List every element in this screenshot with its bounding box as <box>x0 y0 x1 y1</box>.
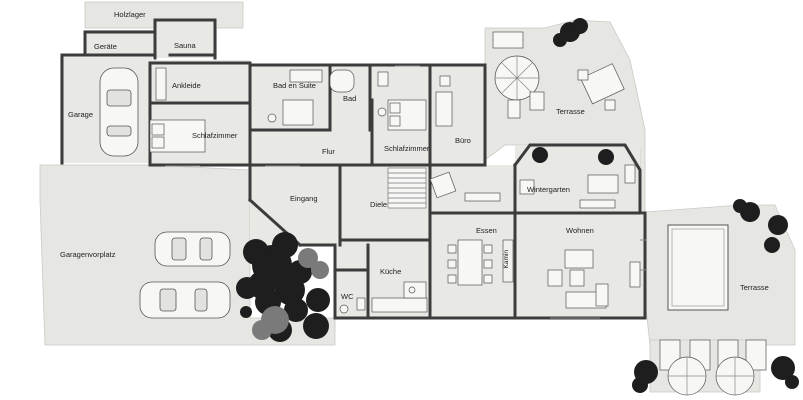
room-label-ankleide: Ankleide <box>172 81 201 90</box>
shower-icon <box>282 99 314 126</box>
room-label-holzlager: Holzlager <box>114 10 146 19</box>
room-label-terrasse-right: Terrasse <box>740 283 769 292</box>
sink-icon <box>377 71 389 87</box>
room-label-wc: WC <box>341 292 354 301</box>
desk-icon <box>435 91 453 127</box>
room-label-garagenvorplatz: Garagenvorplatz <box>60 250 116 259</box>
car-icon <box>139 281 231 319</box>
room-label-kueche: Küche <box>380 267 402 276</box>
grill-icon <box>492 31 524 49</box>
car-icons <box>99 67 231 319</box>
room-label-bad: Bad <box>343 94 357 103</box>
trees <box>236 18 799 393</box>
kitchen-counter <box>371 297 428 313</box>
pool-icon <box>667 224 729 311</box>
room-label-garage: Garage <box>68 110 94 119</box>
room-label-flur: Flur <box>322 147 335 156</box>
dining-table-icon <box>457 239 483 286</box>
windows <box>165 65 646 319</box>
tree-icon <box>236 232 330 342</box>
room-label-schlafzimmer-1: Schlafzimmer <box>192 131 238 140</box>
fireplace-icon <box>502 239 514 283</box>
toilet-icon <box>339 304 349 314</box>
table-icon <box>580 63 625 105</box>
room-label-wohnen: Wohnen <box>566 226 594 235</box>
sofa-icon <box>587 174 619 194</box>
room-label-diele: Diele <box>370 200 388 209</box>
car-icon <box>154 231 231 267</box>
car-icon <box>99 67 139 157</box>
room-label-eingang: Eingang <box>290 194 318 203</box>
tree-icon <box>252 248 329 340</box>
toilet-icon <box>267 113 277 123</box>
staircase <box>387 167 427 209</box>
room-label-geraete: Geräte <box>94 42 117 51</box>
wardrobe-icon <box>155 67 167 101</box>
room-label-terrasse-top: Terrasse <box>556 107 585 116</box>
walls <box>60 18 647 320</box>
room-label-sauna: Sauna <box>174 41 196 50</box>
bathtub-icon <box>329 69 355 93</box>
shrub-icon <box>240 18 799 393</box>
room-label-wintergarten: Wintergarten <box>527 185 570 194</box>
room-label-buero: Büro <box>455 136 471 145</box>
furniture <box>149 31 767 396</box>
sofa-icon <box>564 249 594 269</box>
room-label-essen: Essen <box>476 226 497 235</box>
room-label-bad-en-suite: Bad en Suite <box>273 81 316 90</box>
room-label-schlafzimmer-2: Schlafzimmer <box>384 144 430 153</box>
armchair-icon <box>429 171 457 199</box>
room-label-kamin: Kamin <box>503 250 510 269</box>
